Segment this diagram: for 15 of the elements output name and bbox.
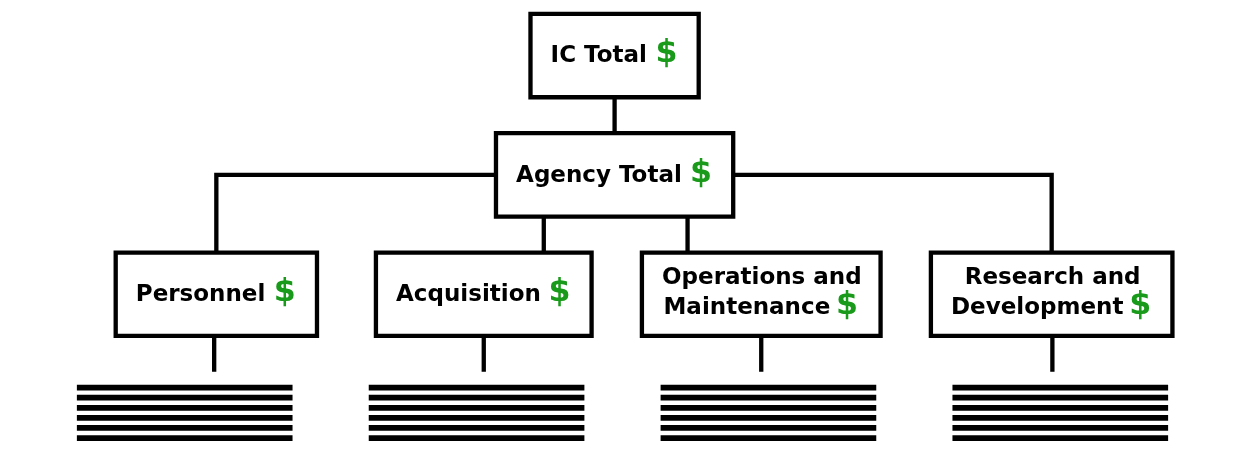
connector (541, 216, 546, 253)
node-box: Agency Total $ (493, 131, 735, 219)
connector (732, 172, 1054, 253)
connector (211, 336, 216, 372)
connector (684, 216, 690, 253)
connector (1049, 336, 1055, 372)
connector (481, 336, 486, 372)
connector (758, 336, 763, 372)
node-box: IC Total $ (527, 11, 701, 100)
connector (611, 97, 617, 133)
node-box: Acquisition $ (373, 250, 594, 339)
connector (213, 172, 496, 253)
node-box: Operations and Maintenance $ (639, 250, 883, 339)
node-box: Personnel $ (113, 250, 319, 339)
node-box: Research and Development $ (928, 250, 1175, 339)
